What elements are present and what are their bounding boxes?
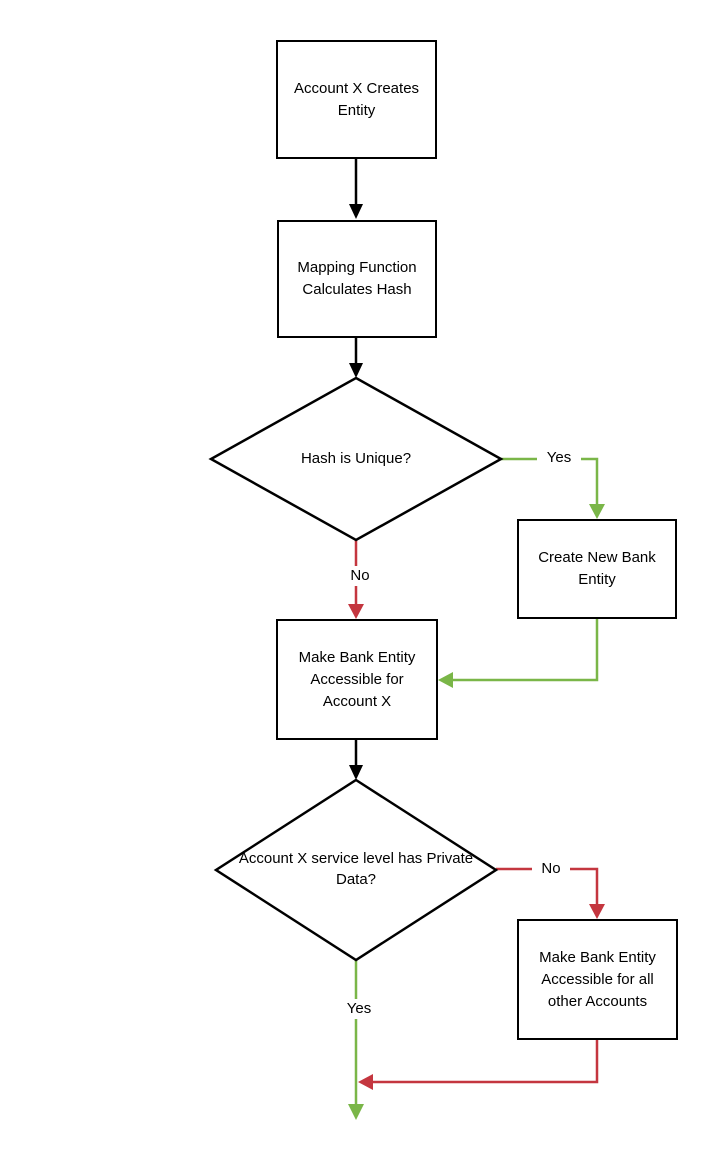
edge-newbank-to-accessible-line [453, 618, 599, 682]
edge-private-yes-arrowhead [348, 1104, 364, 1120]
edge-private-no-line [496, 867, 599, 905]
edge-label-hash-no: No [341, 566, 379, 586]
node-accessible-for-all-other: Make Bank Entity Accessible for all othe… [517, 919, 678, 1040]
arrowhead-mapping-to-hash [349, 363, 363, 378]
node-create-new-bank-entity: Create New Bank Entity [517, 519, 677, 619]
edge-hash-yes-line [500, 457, 599, 504]
node-label: Account X Creates Entity [293, 79, 420, 119]
node-account-creates-entity: Account X Creates Entity [276, 40, 437, 159]
edge-label-private-yes: Yes [337, 999, 381, 1019]
edge-label-private-no: No [532, 859, 570, 879]
decision-label-private-data: Account X service level has Private Data… [238, 850, 474, 888]
arrowhead-create-to-mapping [349, 204, 363, 219]
edge-allother-return-arrowhead [358, 1074, 373, 1090]
edge-label-hash-yes: Yes [537, 448, 581, 468]
edge-hash-yes-arrowhead [589, 504, 605, 519]
edge-newbank-to-accessible-arrowhead [438, 672, 453, 688]
edge-hash-no-arrowhead [348, 604, 364, 619]
node-accessible-for-account-x: Make Bank Entity Accessible for Account … [276, 619, 438, 740]
decision-private-data [213, 778, 499, 962]
node-label: Create New Bank Entity [538, 549, 656, 588]
edge-private-no-arrowhead [589, 904, 605, 919]
node-label: Mapping Function Calculates Hash [297, 259, 417, 298]
decision-hash-is-unique [208, 376, 504, 542]
node-label: Make Bank Entity Accessible for all othe… [539, 948, 656, 1010]
arrowhead-accessible-to-private [349, 765, 363, 780]
node-mapping-function: Mapping Function Calculates Hash [277, 220, 437, 338]
node-label: Make Bank Entity Accessible for Account … [298, 648, 416, 710]
decision-label-hash-is-unique: Hash is Unique? [300, 450, 412, 467]
edge-allother-return-line [373, 1040, 599, 1084]
